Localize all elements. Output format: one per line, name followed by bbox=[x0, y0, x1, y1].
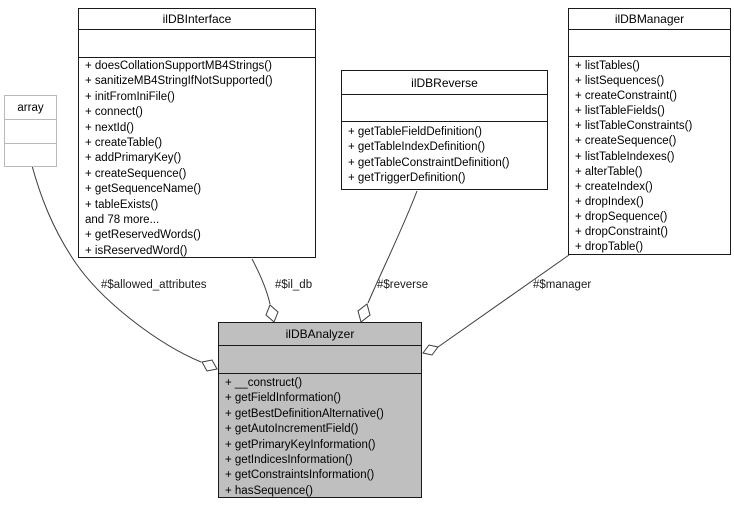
method-item: + createIndex() bbox=[575, 180, 653, 193]
class-node-ildbmanager[interactable]: ilDBManager + listTables() + listSequence… bbox=[568, 8, 731, 255]
method-item: + dropConstraint() bbox=[575, 226, 668, 239]
aggregation-diamond-allowed-attributes bbox=[201, 359, 218, 372]
method-item: + createSequence() bbox=[85, 167, 187, 180]
method-item: + dropIndex() bbox=[575, 195, 644, 208]
class-compartment-attributes bbox=[342, 95, 547, 122]
class-compartment-attributes bbox=[569, 30, 730, 57]
method-item: + getConstraintsInformation() bbox=[225, 469, 375, 482]
aggregation-diamond-il-db bbox=[265, 304, 279, 323]
class-compartment-attributes bbox=[79, 30, 315, 58]
method-item: + dropTable() bbox=[575, 241, 644, 254]
method-item: + isReservedWord() bbox=[85, 244, 188, 257]
class-compartment-methods: + __construct() + getFieldInformation() + … bbox=[219, 374, 421, 497]
method-item: + addPrimaryKey() bbox=[85, 152, 182, 165]
edge-label-allowed-attributes: #$allowed_attributes bbox=[101, 279, 207, 291]
method-item: + alterTable() bbox=[575, 165, 643, 178]
class-node-array: array bbox=[4, 95, 57, 167]
aggregation-diamond-reverse bbox=[357, 303, 371, 323]
method-item: + createTable() bbox=[85, 137, 163, 150]
edge-manager-line bbox=[437, 254, 570, 348]
method-item: + getTriggerDefinition() bbox=[348, 171, 466, 184]
aggregation-diamond-manager bbox=[422, 344, 439, 356]
method-item: + connect() bbox=[85, 106, 143, 119]
edge-label-manager: #$manager bbox=[533, 279, 592, 291]
method-item: + sanitizeMB4StringIfNotSupported() bbox=[85, 75, 273, 88]
method-item: + listTableConstraints() bbox=[575, 120, 693, 133]
method-item: + getSequenceName() bbox=[85, 183, 202, 196]
edge-label-il-db: #$il_db bbox=[275, 279, 313, 291]
method-item: + initFromIniFile() bbox=[85, 90, 175, 103]
method-item: + tableExists() bbox=[85, 198, 159, 211]
method-item: + getIndicesInformation() bbox=[225, 454, 353, 467]
method-item: + createConstraint() bbox=[575, 90, 677, 103]
class-compartment-methods: + listTables() + listSequences() + createC… bbox=[569, 57, 730, 254]
class-title: ilDBReverse bbox=[342, 71, 547, 95]
edge-allowed-attributes-line bbox=[31, 163, 202, 363]
class-compartment-methods bbox=[5, 144, 56, 166]
class-compartment-attributes bbox=[219, 346, 421, 374]
method-item: + getTableConstraintDefinition() bbox=[348, 156, 510, 169]
method-item: + getFieldInformation() bbox=[225, 392, 342, 405]
class-node-ildbinterface[interactable]: ilDBInterface + doesCollationSupportMB4S… bbox=[78, 8, 316, 258]
class-title: ilDBManager bbox=[569, 9, 730, 30]
edge-reverse-line bbox=[367, 190, 418, 304]
method-item: + getBestDefinitionAlternative() bbox=[225, 407, 384, 420]
class-compartment-attributes bbox=[5, 120, 56, 144]
method-item: + dropSequence() bbox=[575, 210, 668, 223]
method-item: + doesCollationSupportMB4Strings() bbox=[85, 60, 272, 72]
class-title: ilDBAnalyzer bbox=[219, 323, 421, 346]
class-node-ildbreverse[interactable]: ilDBReverse + getTableFieldDefinition()+… bbox=[341, 70, 548, 190]
method-item: + listSequences() bbox=[575, 75, 665, 88]
class-node-ildbanalyzer[interactable]: ilDBAnalyzer + __construct() + getFieldIn… bbox=[218, 322, 422, 498]
method-item: + nextId() bbox=[85, 121, 134, 134]
class-compartment-methods: + doesCollationSupportMB4Strings() + sani… bbox=[79, 58, 315, 257]
class-title: ilDBInterface bbox=[79, 9, 315, 30]
method-item: + getReservedWords() bbox=[85, 229, 201, 242]
edge-il-db-line bbox=[251, 258, 271, 305]
method-item: + createSequence() bbox=[575, 135, 677, 148]
method-item: + listTableFields() bbox=[575, 105, 665, 118]
method-item: and 78 more... bbox=[85, 214, 160, 227]
method-item: + getTableFieldDefinition() bbox=[348, 126, 482, 138]
method-item: + getAutoIncrementField() bbox=[225, 423, 359, 436]
method-item: + hasSequence() bbox=[225, 484, 313, 497]
class-compartment-methods: + getTableFieldDefinition() + getTableInd… bbox=[342, 122, 547, 189]
method-item: + __construct() bbox=[225, 377, 303, 389]
method-item: + getTableIndexDefinition() bbox=[348, 141, 486, 154]
method-item: + listTableIndexes() bbox=[575, 150, 675, 163]
method-item: + listTables() bbox=[575, 60, 640, 72]
edge-label-reverse: #$reverse bbox=[377, 279, 429, 291]
class-title: array bbox=[5, 96, 56, 120]
method-item: + getPrimaryKeyInformation() bbox=[225, 438, 376, 451]
